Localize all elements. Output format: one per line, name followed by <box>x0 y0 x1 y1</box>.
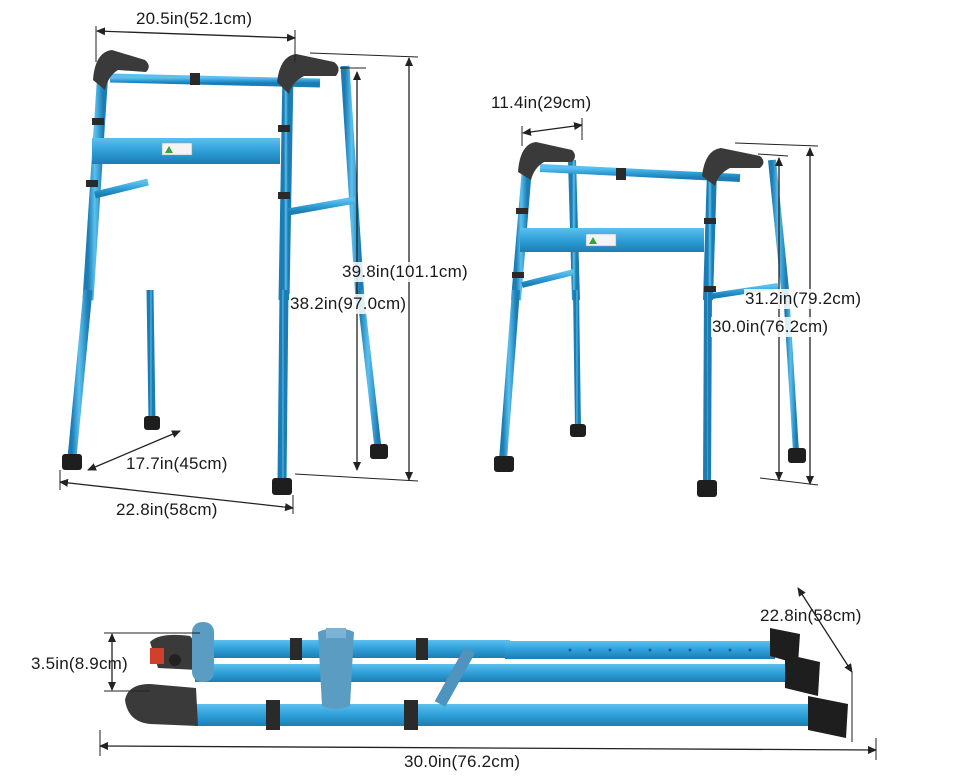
walker-folded-icon <box>125 622 848 738</box>
dimension-short-min-height: 30.0in(76.2cm) <box>711 317 830 337</box>
dimension-folded-length: 30.0in(76.2cm) <box>404 752 521 771</box>
walker-expanded-icon <box>62 50 388 495</box>
dimension-tall-inner-depth: 17.7in(45cm) <box>126 454 228 473</box>
dimension-tall-depth: 22.8in(58cm) <box>116 500 218 519</box>
dimension-folded-thickness: 3.5in(8.9cm) <box>31 654 128 673</box>
dimension-short-width: 11.4in(29cm) <box>491 93 592 112</box>
warning-sticker-icon <box>161 142 193 156</box>
dimension-tall-width: 20.5in(52.1cm) <box>136 9 253 28</box>
dimension-short-max-height: 31.2in(79.2cm) <box>744 289 863 309</box>
dimension-folded-width: 22.8in(58cm) <box>760 606 862 625</box>
dimension-tall-min-height: 38.2in(97.0cm) <box>289 294 408 314</box>
dimension-tall-max-height: 39.8in(101.1cm) <box>341 262 469 282</box>
